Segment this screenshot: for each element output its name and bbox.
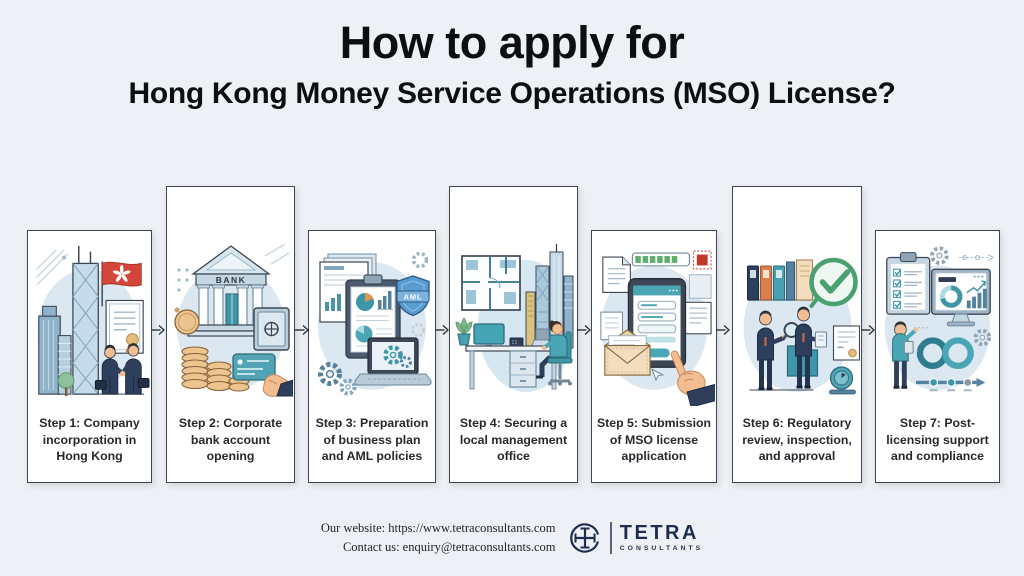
- flow-arrow-2: [295, 324, 309, 336]
- step3-illustration-wrap: AML: [309, 234, 435, 406]
- step6-label: Step 6: Regulatory review, inspection, a…: [742, 415, 852, 464]
- step7-label: Step 7: Post-licensing support and compl…: [886, 415, 989, 464]
- step5-illustration-wrap: [592, 234, 716, 406]
- step1-illustration-wrap: [28, 234, 151, 406]
- contact-info: Our website: https://www.tetraconsultant…: [321, 519, 556, 557]
- step-card-5: Step 5: Submission of MSO license applic…: [591, 230, 717, 483]
- flow-arrow-6: [861, 324, 875, 336]
- step-card-1: Step 1: Company incorporation in Hong Ko…: [27, 230, 152, 483]
- office-setup-illustration: [455, 244, 574, 392]
- step6-illustration-wrap: [733, 234, 861, 406]
- flow-arrow-1: [151, 324, 165, 336]
- step-card-4: Step 4: Securing a local management offi…: [449, 186, 578, 483]
- logo-text-block: TETRA CONSULTANTS: [620, 523, 703, 552]
- flow-arrow-4: [577, 324, 591, 336]
- step1-label: Step 1: Company incorporation in Hong Ko…: [39, 415, 140, 464]
- logo-divider: [610, 521, 612, 554]
- contact-line: Contact us: enquiry@tetraconsultants.com: [342, 539, 556, 554]
- step-card-7: Step 7: Post-licensing support and compl…: [875, 230, 1000, 483]
- tetra-logo-icon: [570, 523, 600, 553]
- step4-illustration-wrap: [450, 234, 577, 406]
- page-title: How to apply for Hong Kong Money Service…: [0, 18, 1024, 111]
- footer: Our website: https://www.tetraconsultant…: [0, 519, 1024, 557]
- aml-shield-text: AML: [404, 293, 423, 302]
- regulatory-review-illustration: [743, 257, 860, 395]
- title-line-1: How to apply for: [339, 17, 685, 68]
- tetra-consultants-logo: TETRA CONSULTANTS: [568, 521, 703, 555]
- step5-label: Step 5: Submission of MSO license applic…: [596, 415, 712, 464]
- step-card-6: Step 6: Regulatory review, inspection, a…: [732, 186, 862, 483]
- bank-account-illustration: BANK: [173, 243, 293, 397]
- bank-sign-text: BANK: [215, 275, 246, 285]
- step3-label: Step 3: Preparation of business plan and…: [315, 415, 429, 464]
- logo-subname: CONSULTANTS: [619, 545, 704, 553]
- hong-kong-incorporation-illustration: [36, 245, 150, 397]
- step2-label: Step 2: Corporate bank account opening: [178, 415, 283, 464]
- title-line-2: Hong Kong Money Service Operations (MSO)…: [128, 76, 896, 110]
- logo-name: TETRA: [619, 522, 699, 545]
- business-plan-aml-illustration: AML: [318, 251, 432, 396]
- step7-illustration-wrap: [876, 234, 999, 406]
- step-card-3: AML Step 3: Preparation of business plan…: [308, 230, 436, 483]
- post-licensing-compliance-illustration: [884, 246, 995, 392]
- step-card-2: BANK: [166, 186, 295, 483]
- step2-illustration-wrap: BANK: [167, 234, 294, 406]
- flow-arrow-5: [716, 324, 730, 336]
- website-line: Our website: https://www.tetraconsultant…: [320, 521, 556, 535]
- step4-label: Step 4: Securing a local management offi…: [459, 415, 568, 464]
- flow-arrow-3: [435, 324, 449, 336]
- license-application-illustration: [600, 250, 715, 406]
